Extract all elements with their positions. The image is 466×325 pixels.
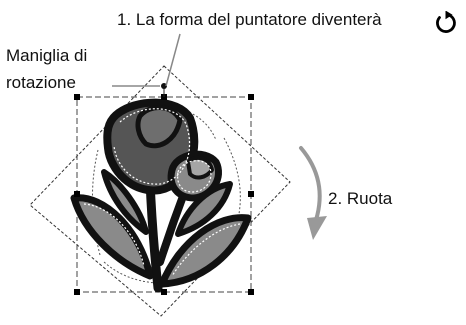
handle-middle-right[interactable] xyxy=(248,191,254,197)
rotation-handle[interactable] xyxy=(161,83,167,89)
step2-label: 2. Ruota xyxy=(328,189,393,208)
curved-arrow-down-icon xyxy=(299,146,327,240)
tulip-artwork xyxy=(70,98,252,293)
leaf-right xyxy=(158,214,252,288)
step1-label: 1. La forma del puntatore diventerà xyxy=(117,10,382,29)
handle-bottom-right[interactable] xyxy=(248,289,254,295)
rotation-handle-label-line2: rotazione xyxy=(6,73,76,92)
big-tulip-petal xyxy=(135,105,183,149)
leader-line-step1 xyxy=(165,33,181,87)
handle-bottom-left[interactable] xyxy=(74,289,80,295)
rotate-pointer-icon xyxy=(436,11,456,33)
handle-top-left[interactable] xyxy=(74,94,80,100)
leaf-left xyxy=(70,194,154,280)
stitch-highlights xyxy=(83,108,241,277)
handle-top-right[interactable] xyxy=(248,94,254,100)
rotation-handle-label-line1: Maniglia di xyxy=(6,46,88,65)
handle-middle-left[interactable] xyxy=(74,191,80,197)
leaf-left-small xyxy=(101,169,149,235)
small-tulip-petal xyxy=(186,155,214,180)
handle-bottom-center[interactable] xyxy=(161,289,167,295)
rotated-outline xyxy=(29,65,291,317)
